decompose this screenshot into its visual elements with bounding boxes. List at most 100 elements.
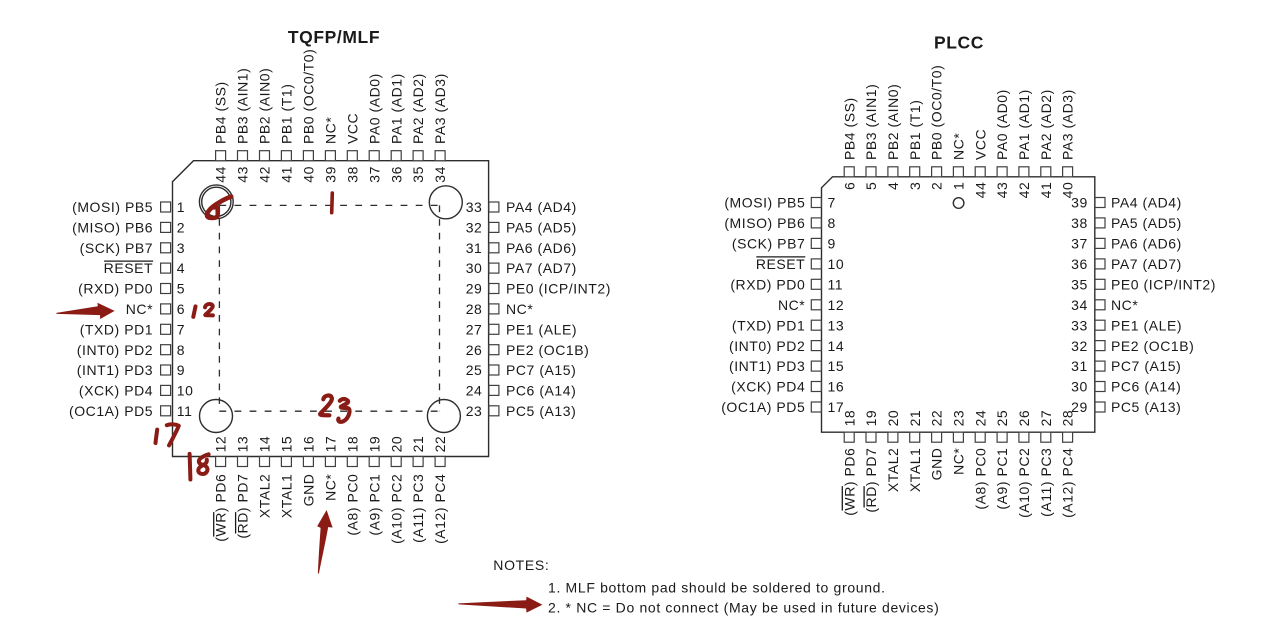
svg-text:13: 13 <box>235 436 251 453</box>
svg-text:35: 35 <box>410 166 426 183</box>
svg-text:NOTES:: NOTES: <box>493 557 549 573</box>
svg-text:9: 9 <box>828 236 836 252</box>
svg-text:26: 26 <box>1016 410 1032 427</box>
svg-text:22: 22 <box>432 436 448 453</box>
svg-text:(A9) PC1: (A9) PC1 <box>366 474 382 536</box>
svg-text:(A8) PC0: (A8) PC0 <box>972 448 988 510</box>
svg-text:PA7 (AD7): PA7 (AD7) <box>1111 256 1182 272</box>
svg-text:(A12) PC4: (A12) PC4 <box>432 474 448 544</box>
svg-text:PC5 (A13): PC5 (A13) <box>506 403 576 419</box>
svg-text:19: 19 <box>863 410 879 427</box>
svg-text:PA2 (AD2): PA2 (AD2) <box>410 73 426 144</box>
svg-text:(OC1A) PD5: (OC1A) PD5 <box>721 399 805 415</box>
svg-text:42: 42 <box>1016 182 1032 199</box>
svg-text:10: 10 <box>828 256 845 272</box>
svg-text:1. MLF bottom pad should be so: 1. MLF bottom pad should be soldered to … <box>548 580 886 596</box>
svg-text:(RD) PD7: (RD) PD7 <box>235 474 251 539</box>
svg-text:15: 15 <box>828 358 845 374</box>
svg-text:XTAL1: XTAL1 <box>907 448 923 493</box>
svg-text:PA5 (AD5): PA5 (AD5) <box>506 220 577 236</box>
svg-text:NC*: NC* <box>778 297 805 313</box>
svg-text:(SCK) PB7: (SCK) PB7 <box>732 236 805 252</box>
svg-text:18: 18 <box>344 436 360 453</box>
svg-text:PB0 (OC0/T0): PB0 (OC0/T0) <box>301 49 317 144</box>
svg-text:PE1 (ALE): PE1 (ALE) <box>506 321 577 337</box>
svg-text:34: 34 <box>1071 297 1088 313</box>
svg-text:41: 41 <box>1038 182 1054 199</box>
svg-text:PB2 (AIN0): PB2 (AIN0) <box>257 68 273 144</box>
svg-text:24: 24 <box>466 383 483 399</box>
svg-text:16: 16 <box>828 379 845 395</box>
svg-text:XTAL2: XTAL2 <box>257 474 273 519</box>
svg-text:PA2 (AD2): PA2 (AD2) <box>1038 89 1054 160</box>
svg-text:2: 2 <box>177 220 185 236</box>
svg-text:(MISO) PB6: (MISO) PB6 <box>724 215 805 231</box>
svg-text:27: 27 <box>1038 410 1054 427</box>
svg-text:38: 38 <box>1071 215 1088 231</box>
svg-text:3: 3 <box>177 240 185 256</box>
svg-text:PC6 (A14): PC6 (A14) <box>1111 379 1181 395</box>
svg-text:GND: GND <box>929 448 945 481</box>
svg-text:NC*: NC* <box>506 301 533 317</box>
svg-text:(INT1) PD3: (INT1) PD3 <box>729 358 805 374</box>
svg-text:(INT0) PD2: (INT0) PD2 <box>729 338 805 354</box>
svg-text:1: 1 <box>177 199 185 215</box>
svg-text:NC*: NC* <box>126 301 153 317</box>
svg-text:37: 37 <box>1071 236 1088 252</box>
svg-text:23: 23 <box>466 403 483 419</box>
svg-text:(INT0) PD2: (INT0) PD2 <box>77 342 153 358</box>
svg-text:PE2 (OC1B): PE2 (OC1B) <box>506 342 589 358</box>
svg-text:PA5 (AD5): PA5 (AD5) <box>1111 215 1182 231</box>
svg-text:44: 44 <box>972 182 988 199</box>
svg-text:PA0 (AD0): PA0 (AD0) <box>994 89 1010 160</box>
svg-text:5: 5 <box>863 182 879 190</box>
svg-text:PA0 (AD0): PA0 (AD0) <box>366 73 382 144</box>
svg-text:(TXD) PD1: (TXD) PD1 <box>732 317 805 333</box>
svg-text:31: 31 <box>466 240 483 256</box>
svg-text:PA4 (AD4): PA4 (AD4) <box>1111 195 1182 211</box>
svg-text:TQFP/MLF: TQFP/MLF <box>288 27 380 47</box>
svg-text:RESET: RESET <box>756 256 805 272</box>
svg-text:39: 39 <box>323 166 339 183</box>
svg-text:33: 33 <box>466 199 483 215</box>
svg-text:PA1 (AD1): PA1 (AD1) <box>388 73 404 144</box>
svg-text:(MOSI) PB5: (MOSI) PB5 <box>724 195 805 211</box>
svg-text:(XCK) PD4: (XCK) PD4 <box>731 379 805 395</box>
svg-text:(A9) PC1: (A9) PC1 <box>994 448 1010 510</box>
svg-text:2. * NC = Do not connect (May: 2. * NC = Do not connect (May be used in… <box>548 600 939 616</box>
svg-text:PLCC: PLCC <box>934 32 984 52</box>
svg-text:29: 29 <box>1071 399 1088 415</box>
svg-text:PB2 (AIN0): PB2 (AIN0) <box>885 84 901 160</box>
svg-text:PB4 (SS): PB4 (SS) <box>841 97 857 160</box>
svg-text:NC*: NC* <box>951 133 967 160</box>
svg-text:VCC: VCC <box>344 113 360 144</box>
svg-text:PB0 (OC0/T0): PB0 (OC0/T0) <box>929 65 945 160</box>
svg-text:(WR) PD6: (WR) PD6 <box>841 448 857 516</box>
svg-text:(A12) PC4: (A12) PC4 <box>1060 448 1076 518</box>
svg-text:11: 11 <box>177 403 193 419</box>
svg-text:PB1 (T1): PB1 (T1) <box>907 100 923 160</box>
svg-text:XTAL1: XTAL1 <box>279 474 295 519</box>
svg-text:21: 21 <box>907 410 923 427</box>
svg-text:PE1 (ALE): PE1 (ALE) <box>1111 317 1182 333</box>
svg-text:7: 7 <box>828 195 836 211</box>
svg-text:PC7 (A15): PC7 (A15) <box>506 362 576 378</box>
svg-text:28: 28 <box>1060 410 1076 427</box>
svg-text:(A11) PC3: (A11) PC3 <box>1038 448 1054 517</box>
svg-text:41: 41 <box>279 166 295 183</box>
svg-text:20: 20 <box>885 410 901 427</box>
svg-text:2: 2 <box>929 182 945 190</box>
svg-text:35: 35 <box>1071 276 1088 292</box>
svg-text:30: 30 <box>466 260 483 276</box>
svg-text:6: 6 <box>841 182 857 190</box>
svg-text:5: 5 <box>177 281 185 297</box>
svg-text:3: 3 <box>907 182 923 190</box>
svg-text:17: 17 <box>323 436 339 453</box>
svg-text:15: 15 <box>279 436 295 453</box>
svg-text:PB1 (T1): PB1 (T1) <box>279 84 295 144</box>
svg-text:PA6 (AD6): PA6 (AD6) <box>506 240 577 256</box>
svg-text:PA7 (AD7): PA7 (AD7) <box>506 260 577 276</box>
svg-text:(TXD) PD1: (TXD) PD1 <box>80 321 153 337</box>
svg-text:20: 20 <box>388 436 404 453</box>
svg-text:37: 37 <box>366 166 382 183</box>
